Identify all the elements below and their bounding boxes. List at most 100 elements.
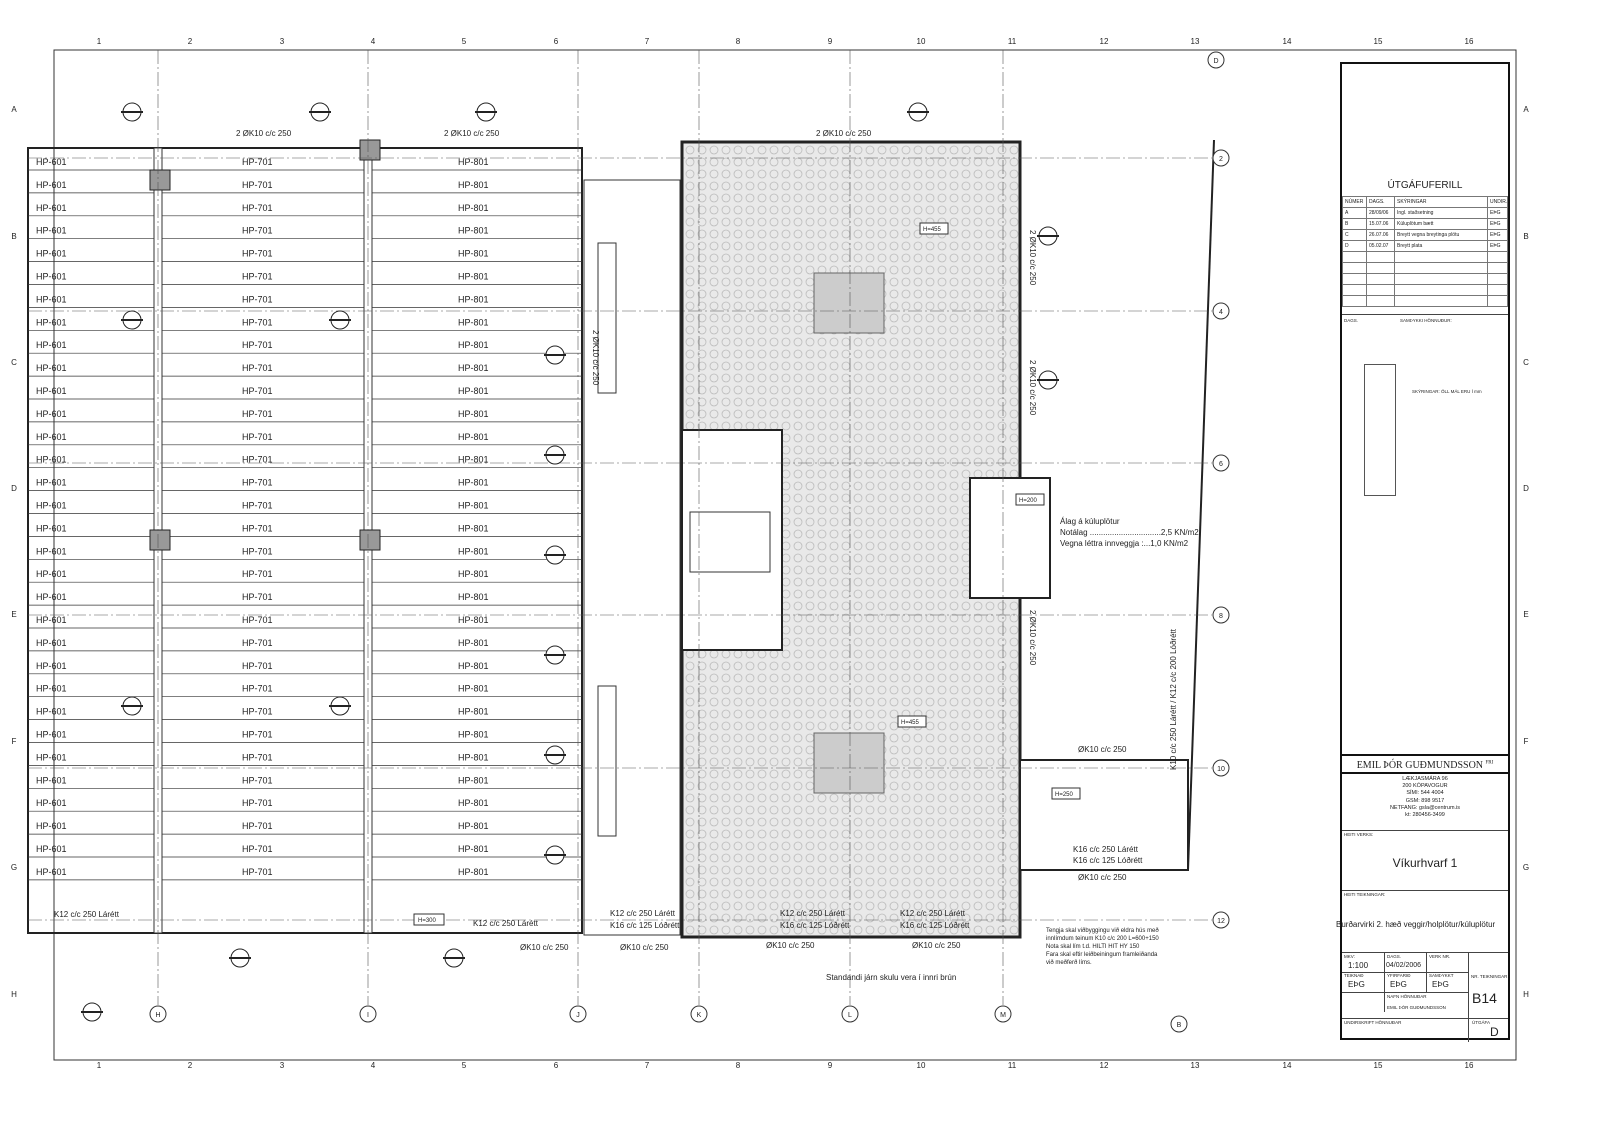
grid-bubble-label: 8	[1219, 613, 1223, 620]
slab-label: HP-701	[242, 317, 273, 327]
designer-label: NAFN HÖNNUÐAR	[1387, 994, 1427, 999]
grid-row-label: C	[11, 358, 17, 367]
company-name-text: EMIL ÞÓR GUÐMUNDSSON	[1356, 760, 1484, 771]
rev-num: D	[1342, 240, 1367, 252]
scale-label: MKV:	[1344, 954, 1355, 959]
grid-column-label: 5	[462, 37, 467, 46]
standing-rebar-note: Standandi járn skulu vera í innri brún	[826, 973, 956, 982]
slab-label: HP-801	[458, 249, 489, 259]
drawn-label: TEIKNAÐ	[1344, 973, 1364, 978]
grid-bubble-label: 2	[1219, 156, 1223, 163]
slab-label: HP-601	[36, 821, 67, 831]
grid-column-label: 1	[97, 1061, 102, 1070]
bottom-rebar-5: K16 c/c 125 Lóðrétt	[610, 921, 680, 930]
bubble-deck-slab	[583, 139, 1215, 939]
slab-label: HP-701	[242, 478, 273, 488]
grid-column-label: 2	[188, 37, 193, 46]
grid-row-label: E	[11, 610, 16, 619]
rev-date: 05.02.07	[1366, 240, 1395, 252]
slab-label: HP-801	[458, 730, 489, 740]
bottom-rebar-6: K16 c/c 125 Lóðrétt	[780, 921, 850, 930]
bottom-rebar-4: K12 c/c 250 Lárétt	[900, 909, 966, 918]
slab-label: HP-601	[36, 638, 67, 648]
vertical-rebar-4: 2 ØK10 c/c 250	[1028, 610, 1037, 666]
rev-header-date: DAGS.	[1366, 196, 1395, 208]
company-name: EMIL ÞÓR GUÐMUNDSSON FRI	[1342, 760, 1508, 774]
project-label: HEITI VERKS:	[1344, 832, 1374, 837]
slab-label: HP-701	[242, 180, 273, 190]
top-rebar-label-1: 2 ØK10 c/c 250	[236, 129, 292, 138]
grid-row-label: G	[11, 863, 17, 872]
slab-label: HP-701	[242, 157, 273, 167]
grid-column-label: 10	[917, 37, 926, 46]
slab-label: HP-601	[36, 615, 67, 625]
connection-note-3: Nota skal lím t.d. HILTI HIT HY 150	[1046, 944, 1140, 950]
grid-column-label: 15	[1374, 1061, 1383, 1070]
grid-row-label: D	[1523, 484, 1529, 493]
slab-label: HP-601	[36, 294, 67, 304]
slab-label: HP-801	[458, 546, 489, 556]
grid-bubble	[1212, 302, 1230, 320]
company-suffix: FRI	[1485, 760, 1494, 766]
rev-by: EÞG	[1487, 240, 1508, 252]
slab-label: HP-701	[242, 752, 273, 762]
load-note-line1: Notálag ................................…	[1060, 528, 1199, 537]
grid-bubble-label: K	[697, 1012, 702, 1019]
connection-note-2: innlímdum teinum K10 c/c 200 L=600+150	[1046, 936, 1159, 942]
bottom-rebar-3: K12 c/c 250 Lárétt	[780, 909, 846, 918]
slab-label: HP-701	[242, 523, 273, 533]
slab-label: HP-601	[36, 775, 67, 785]
approval-text: SAMÞYKKI HÖNNUÐUR:	[1400, 318, 1452, 323]
grid-bubble	[1212, 454, 1230, 472]
slab-label: HP-801	[458, 180, 489, 190]
grid-column-label: 6	[554, 37, 559, 46]
grid-bubble	[994, 1005, 1012, 1023]
grid-bubble-label: B	[1177, 1022, 1182, 1029]
grid-row-label: F	[1524, 737, 1529, 746]
slab-label: HP-701	[242, 432, 273, 442]
legend-diagram	[1364, 364, 1396, 496]
grid-bubble	[149, 1005, 167, 1023]
revision-title: ÚTGÁFUFERILL	[1387, 180, 1463, 191]
slab-label: HP-701	[242, 684, 273, 694]
release-value: D	[1490, 1025, 1499, 1039]
grid-bubble	[690, 1005, 708, 1023]
rev-header-desc: SKÝRINGAR	[1394, 196, 1488, 208]
slab-label: HP-801	[458, 661, 489, 671]
slab-label: HP-601	[36, 249, 67, 259]
h250-label: H=250	[1055, 792, 1074, 798]
grid-column-label: 16	[1465, 1061, 1474, 1070]
grid-row-label: A	[1523, 105, 1529, 114]
grid-row-label: A	[11, 105, 17, 114]
address-line: 200 KÓPAVOGUR	[1402, 783, 1448, 790]
grid-bubble	[1212, 149, 1230, 167]
slab-label: HP-601	[36, 317, 67, 327]
rev-by: EÞG	[1487, 229, 1508, 241]
slab-label: HP-601	[36, 432, 67, 442]
grid-row-label: F	[12, 737, 17, 746]
column	[149, 529, 171, 551]
slab-label: HP-801	[458, 501, 489, 511]
grid-bubble	[1212, 911, 1230, 929]
grid-bubble-label: J	[576, 1012, 580, 1019]
grid-bubble-label: 12	[1217, 918, 1225, 925]
grid-column-label: 8	[736, 1061, 741, 1070]
company-address: LÆKJASMÁRA 96 200 KÓPAVOGUR SÍMI: 544 40…	[1390, 776, 1460, 819]
slab-label: HP-701	[242, 386, 273, 396]
slab-label: HP-601	[36, 730, 67, 740]
sheet-label: NR. TEIKNINGAR	[1471, 974, 1508, 979]
slab-label: HP-801	[458, 340, 489, 350]
grid-column-label: 10	[917, 1061, 926, 1070]
h455-label: H=455	[923, 227, 942, 233]
rev-header-by: UNDIR.	[1487, 196, 1508, 208]
address-line: SÍMI: 544 4004	[1406, 790, 1444, 797]
h455-label-2: H=455	[901, 720, 920, 726]
load-note-line2: Vegna léttra innveggja :...1,0 KN/m2	[1060, 539, 1189, 548]
grid-column-label: 16	[1465, 37, 1474, 46]
rev-header-num: NÚMER	[1342, 196, 1367, 208]
grid-column-label: 7	[645, 37, 650, 46]
slab-label: HP-701	[242, 798, 273, 808]
grid-column-label: 14	[1283, 37, 1292, 46]
drawing-title: Burðarvirki 2. hæð veggir/holplötur/kúlu…	[1336, 920, 1496, 929]
